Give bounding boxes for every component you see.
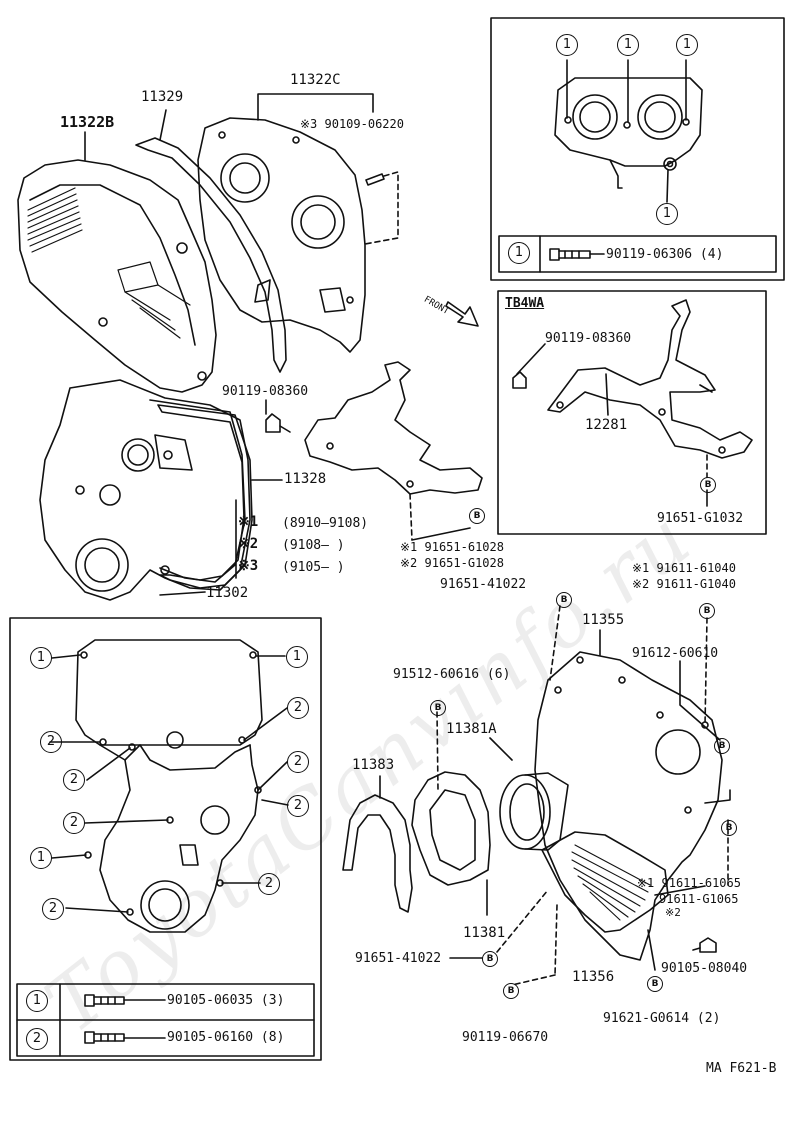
tb4wa-label-91651-G1032: 91651-G1032 bbox=[657, 511, 744, 526]
inset-left-frame bbox=[9, 617, 322, 1061]
left-legend-circle-2: 2 bbox=[26, 1028, 48, 1050]
label-91651-G1028: ※2 91651-G1028 bbox=[400, 556, 504, 570]
plate-11322C bbox=[197, 93, 399, 353]
gasket-11329 bbox=[135, 109, 287, 373]
left-callout-2g: 2 bbox=[258, 873, 280, 895]
label-91512-60616: 91512-60616 (6) bbox=[393, 667, 511, 682]
period-range-1: (8910–9108) bbox=[282, 516, 369, 531]
label-11328: 11328 bbox=[284, 471, 327, 487]
rear-bolt-b-7: B bbox=[647, 976, 663, 992]
tb4wa-title: TB4WA bbox=[505, 296, 545, 311]
label-90109-06220: ※3 90109-06220 bbox=[300, 117, 404, 131]
left-callout-1c: 1 bbox=[30, 847, 52, 869]
left-callout-2f: 2 bbox=[63, 812, 85, 834]
inset-top-plate bbox=[554, 59, 703, 203]
gasket-11328 bbox=[157, 404, 283, 596]
label-91621-G0614: 91621-G0614 (2) bbox=[603, 1011, 721, 1026]
inset-top-frame bbox=[490, 17, 785, 281]
inset-top-legend-circle: 1 bbox=[508, 242, 530, 264]
oil-seal-11381A bbox=[489, 737, 569, 851]
label-91651-61028: ※1 91651-61028 bbox=[400, 540, 504, 554]
label-11381A: 11381A bbox=[446, 721, 497, 737]
left-callout-2c: 2 bbox=[287, 751, 309, 773]
inset-top-bolt bbox=[549, 248, 605, 261]
label-11355: 11355 bbox=[582, 612, 625, 628]
rear-plate-11355 bbox=[534, 605, 731, 961]
rear-bolt-b-4: B bbox=[430, 700, 446, 716]
left-callout-2e: 2 bbox=[287, 795, 309, 817]
rear-bolt-b-2: B bbox=[699, 603, 715, 619]
label-11322C: 11322C bbox=[290, 72, 341, 88]
retainer-11381 bbox=[411, 711, 491, 916]
bracket-center bbox=[265, 361, 483, 541]
label-91611-61040: ※1 91611-61040 bbox=[632, 561, 736, 575]
label-91651-41022-bot: 91651-41022 bbox=[355, 951, 442, 966]
inset-left-bolt-2 bbox=[84, 1031, 166, 1044]
label-11322B: 11322B bbox=[60, 113, 115, 131]
label-91651-41022-top: 91651-41022 bbox=[440, 577, 527, 592]
bolt-b-marker-center: B bbox=[469, 508, 485, 524]
label-91611-G1065: 91611-G1065 bbox=[659, 892, 739, 906]
period-mark-1: ※1 bbox=[238, 514, 259, 530]
tb4wa-label-12281: 12281 bbox=[585, 417, 628, 433]
label-91611-G1040: ※2 91611-G1040 bbox=[632, 577, 736, 591]
inset-left-cover bbox=[49, 639, 289, 933]
period-range-3: (9105– ) bbox=[282, 560, 345, 575]
mark-2: ※2 bbox=[665, 906, 681, 919]
inset-left-bolt-1 bbox=[84, 994, 166, 1007]
label-90119-08360-a: 90119-08360 bbox=[222, 384, 309, 399]
label-11383: 11383 bbox=[352, 757, 395, 773]
rear-bolt-b-3: B bbox=[714, 738, 730, 754]
rear-bolt-b-1: B bbox=[556, 592, 572, 608]
rear-bolt-b-6: B bbox=[482, 951, 498, 967]
inset-top-callout-1d: 1 bbox=[656, 203, 678, 225]
label-11329: 11329 bbox=[141, 89, 184, 105]
tb4wa-bolt-b: B bbox=[700, 477, 716, 493]
label-11381: 11381 bbox=[463, 925, 506, 941]
period-mark-2: ※2 bbox=[238, 536, 259, 552]
left-legend-circle-1: 1 bbox=[26, 990, 48, 1012]
period-range-2: (9108– ) bbox=[282, 538, 345, 553]
period-mark-3: ※3 bbox=[238, 558, 259, 574]
left-callout-2h: 2 bbox=[42, 898, 64, 920]
rear-bolt-b-8: B bbox=[503, 983, 519, 999]
cover-11322B bbox=[17, 131, 217, 393]
inset-top-callout-1c: 1 bbox=[676, 34, 698, 56]
front-arrow bbox=[445, 301, 479, 327]
label-11302: 11302 bbox=[206, 585, 249, 601]
left-callout-1a: 1 bbox=[30, 647, 52, 669]
inset-top-legend-frame bbox=[498, 235, 777, 273]
left-callout-2a: 2 bbox=[287, 697, 309, 719]
label-11356: 11356 bbox=[572, 969, 615, 985]
label-91612-60610: 91612-60610 bbox=[632, 646, 719, 661]
inset-top-legend-part: 90119-06306 (4) bbox=[606, 247, 724, 262]
leader-b-bot bbox=[496, 889, 549, 953]
label-90119-06670: 90119-06670 bbox=[462, 1030, 549, 1045]
left-callout-2d: 2 bbox=[63, 769, 85, 791]
rear-bolt-b-5: B bbox=[721, 820, 737, 836]
label-90105-08040: 90105-08040 bbox=[661, 961, 748, 976]
left-legend-part-1: 90105-06035 (3) bbox=[167, 993, 285, 1008]
footer-code: MA F621-B bbox=[706, 1061, 777, 1076]
inset-top-callout-1a: 1 bbox=[556, 34, 578, 56]
left-callout-1b: 1 bbox=[286, 646, 308, 668]
inset-top-callout-1b: 1 bbox=[617, 34, 639, 56]
label-91611-61065: ※1 91611-61065 bbox=[637, 876, 741, 890]
left-legend-part-2: 90105-06160 (8) bbox=[167, 1030, 285, 1045]
inset-tb4wa-frame bbox=[497, 290, 767, 535]
tb4wa-label-90119-08360: 90119-08360 bbox=[545, 331, 632, 346]
tb4wa-bracket bbox=[512, 299, 753, 507]
left-callout-2b: 2 bbox=[40, 731, 62, 753]
gasket-11383 bbox=[342, 775, 413, 913]
